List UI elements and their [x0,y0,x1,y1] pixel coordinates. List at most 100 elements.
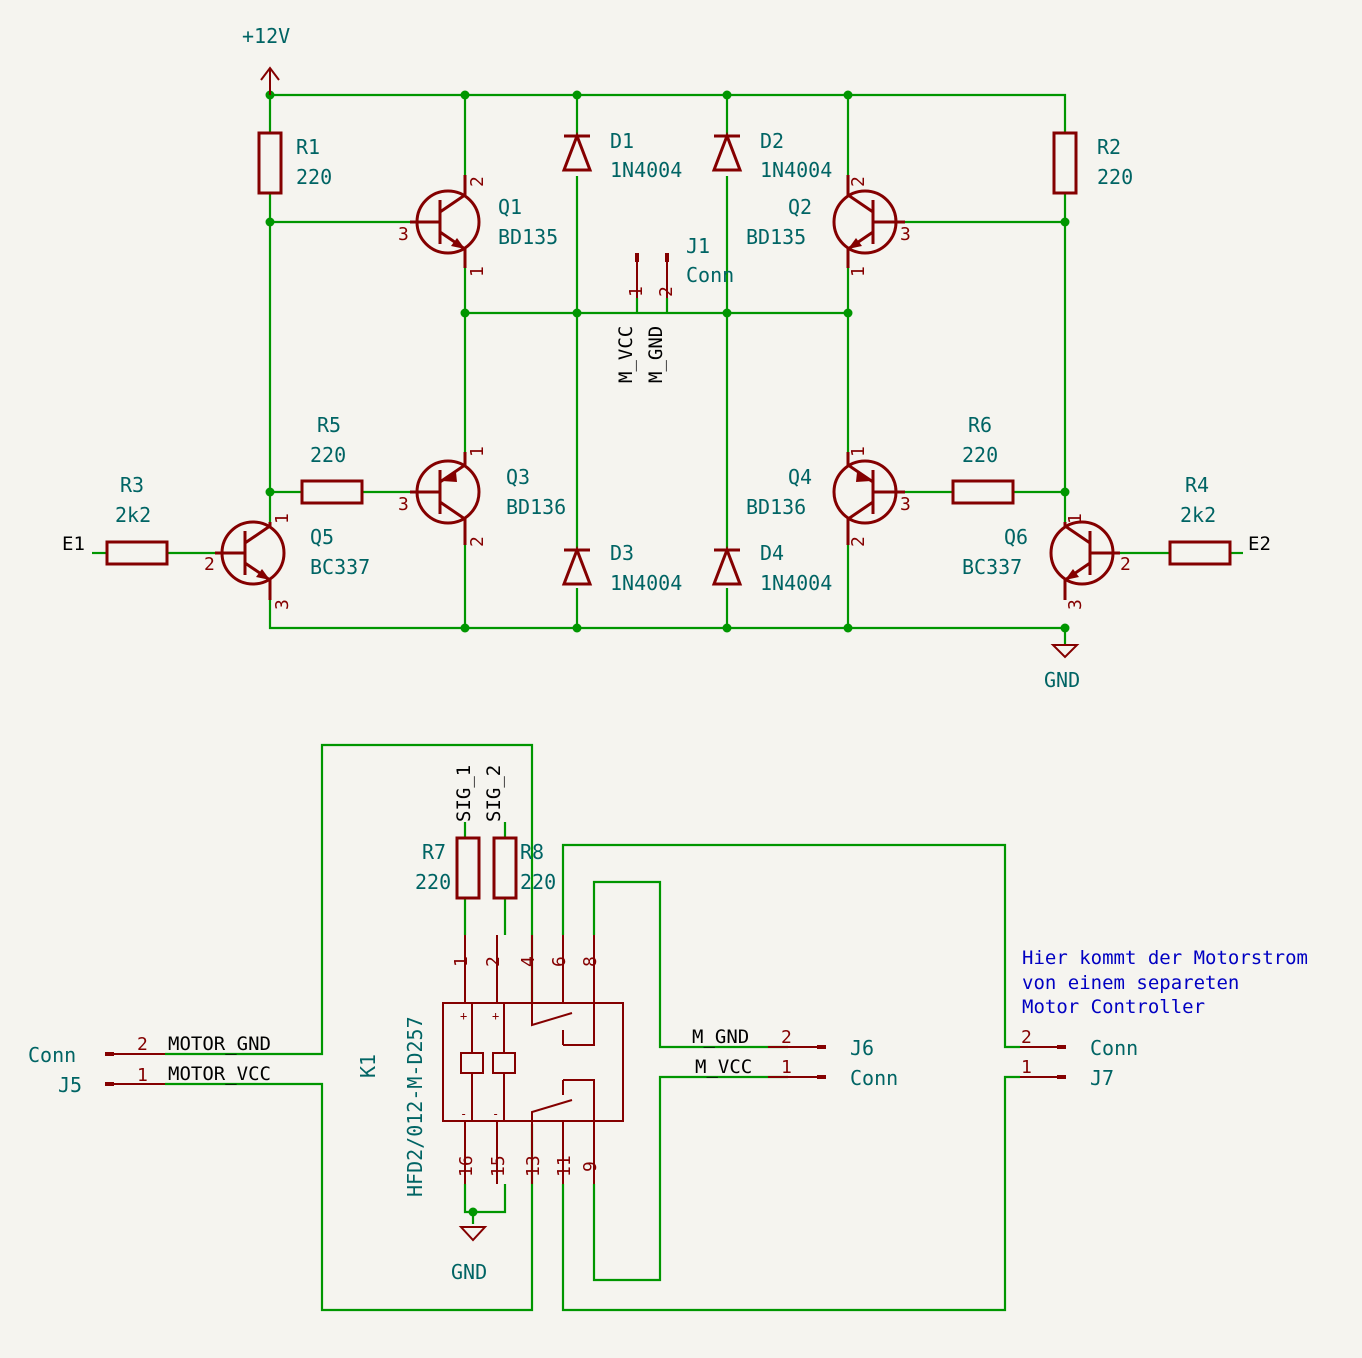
svg-text:1: 1 [1065,513,1086,524]
transistor-q4: 3 1 2 Q4 BD136 [746,446,911,547]
svg-text:3: 3 [900,224,911,245]
vcc-label: +12V [242,24,290,48]
svg-text:1: 1 [137,1065,148,1086]
svg-text:2: 2 [1021,1027,1032,1048]
relay-gnd-junction [468,1207,478,1217]
r4-value: 2k2 [1180,503,1216,527]
svg-text:2: 2 [137,1034,148,1055]
svg-text:3: 3 [900,494,911,515]
q4-value: BD136 [746,495,806,519]
svg-text:2: 2 [848,536,869,547]
transistor-q2: 3 2 1 Q2 BD135 [746,175,911,277]
d1-value: 1N4004 [610,158,682,182]
connector-j5: 2 1 J5 Conn MOTOR_GND MOTOR_VCC [28,1033,271,1097]
transistor-q5: 2 1 3 Q5 BC337 [204,513,370,610]
relay-k1: + + - - 1 2 4 6 8 16 15 13 11 9 K1 HFD2/… [356,935,624,1197]
svg-text:15: 15 [488,1155,509,1177]
j5-value: Conn [28,1043,76,1067]
svg-text:2: 2 [781,1027,792,1048]
svg-text:1: 1 [626,286,647,297]
d1-ref: D1 [610,129,634,153]
d4-value: 1N4004 [760,571,832,595]
svg-text:1: 1 [781,1057,792,1078]
j7-ref: J7 [1090,1066,1114,1090]
e1-label: E1 [62,533,85,555]
relay-gnd-symbol: GND [451,1226,488,1284]
q5-ref: Q5 [310,525,334,549]
svg-text:2: 2 [656,286,677,297]
note-line-2: von einem separeten [1022,972,1239,994]
note-line-1: Hier kommt der Motorstrom [1022,947,1308,969]
diode-d1: D1 1N4004 [561,129,682,182]
diode-d3: D3 1N4004 [561,541,682,595]
q4-ref: Q4 [788,465,812,489]
svg-text:1: 1 [848,446,869,457]
r7-ref: R7 [422,840,446,864]
sig2-label: SIG_2 [483,765,505,822]
connector-j7: 2 1 Conn J7 [1020,1027,1138,1090]
svg-text:-: - [460,1107,467,1121]
motor-gnd-label: MOTOR_GND [168,1033,271,1055]
j1-net-m-gnd: M_GND [645,326,667,383]
k1-value: HFD2/012-M-D257 [403,1016,427,1197]
svg-text:1: 1 [272,513,293,524]
j1-ref: J1 [686,234,710,258]
motor-vcc-label: MOTOR_VCC [168,1063,271,1085]
svg-text:4: 4 [518,956,539,967]
r6-ref: R6 [968,413,992,437]
diode-d2: D2 1N4004 [711,129,832,182]
r5-value: 220 [310,443,346,467]
r3-ref: R3 [120,473,144,497]
q2-value: BD135 [746,225,806,249]
j1-net-m-vcc: M_VCC [615,326,637,383]
svg-text:1: 1 [467,446,488,457]
q5-value: BC337 [310,555,370,579]
svg-text:3: 3 [398,224,409,245]
r6-value: 220 [962,443,998,467]
note-line-3: Motor Controller [1022,996,1205,1018]
diode-d4: D4 1N4004 [711,541,832,595]
svg-text:2: 2 [1120,554,1131,575]
r1-ref: R1 [296,135,320,159]
r1-value: 220 [296,165,332,189]
d3-value: 1N4004 [610,571,682,595]
connector-j1: 1 2 J1 Conn M_VCC M_GND [615,234,734,383]
q2-ref: Q2 [788,195,812,219]
vcc-power-symbol: +12V [242,24,290,95]
resistor-r4: R4 2k2 [1168,473,1232,566]
resistor-r6: R6 220 [951,413,1015,505]
connector-j6: 2 1 J6 Conn M_GND M_VCC [692,1026,898,1090]
j7-value: Conn [1090,1036,1138,1060]
j6-net-m-gnd: M_GND [692,1026,749,1048]
q1-value: BD135 [498,225,558,249]
svg-text:16: 16 [456,1155,477,1177]
resistor-r8: R8 220 [492,836,556,900]
svg-text:2: 2 [848,176,869,187]
svg-text:9: 9 [580,1161,601,1172]
r4-ref: R4 [1185,473,1209,497]
svg-text:3: 3 [1065,599,1086,610]
k1-ref: K1 [356,1054,380,1078]
svg-text:2: 2 [204,554,215,575]
svg-text:1: 1 [451,956,472,967]
d2-value: 1N4004 [760,158,832,182]
svg-text:2: 2 [483,956,504,967]
j5-ref: J5 [58,1073,82,1097]
sig1-label: SIG_1 [453,765,475,822]
d4-ref: D4 [760,541,784,565]
svg-text:-: - [492,1107,499,1121]
r8-ref: R8 [520,840,544,864]
q3-ref: Q3 [506,465,530,489]
r8-value: 220 [520,870,556,894]
d3-ref: D3 [610,541,634,565]
resistor-r1: R1 220 [257,131,332,195]
r3-value: 2k2 [115,503,151,527]
svg-text:6: 6 [549,956,570,967]
r5-ref: R5 [317,413,341,437]
hbridge-wires [92,93,1243,645]
e2-label: E2 [1248,533,1271,555]
svg-text:2: 2 [467,536,488,547]
svg-text:+: + [492,1009,499,1023]
resistor-r2: R2 220 [1052,131,1133,195]
